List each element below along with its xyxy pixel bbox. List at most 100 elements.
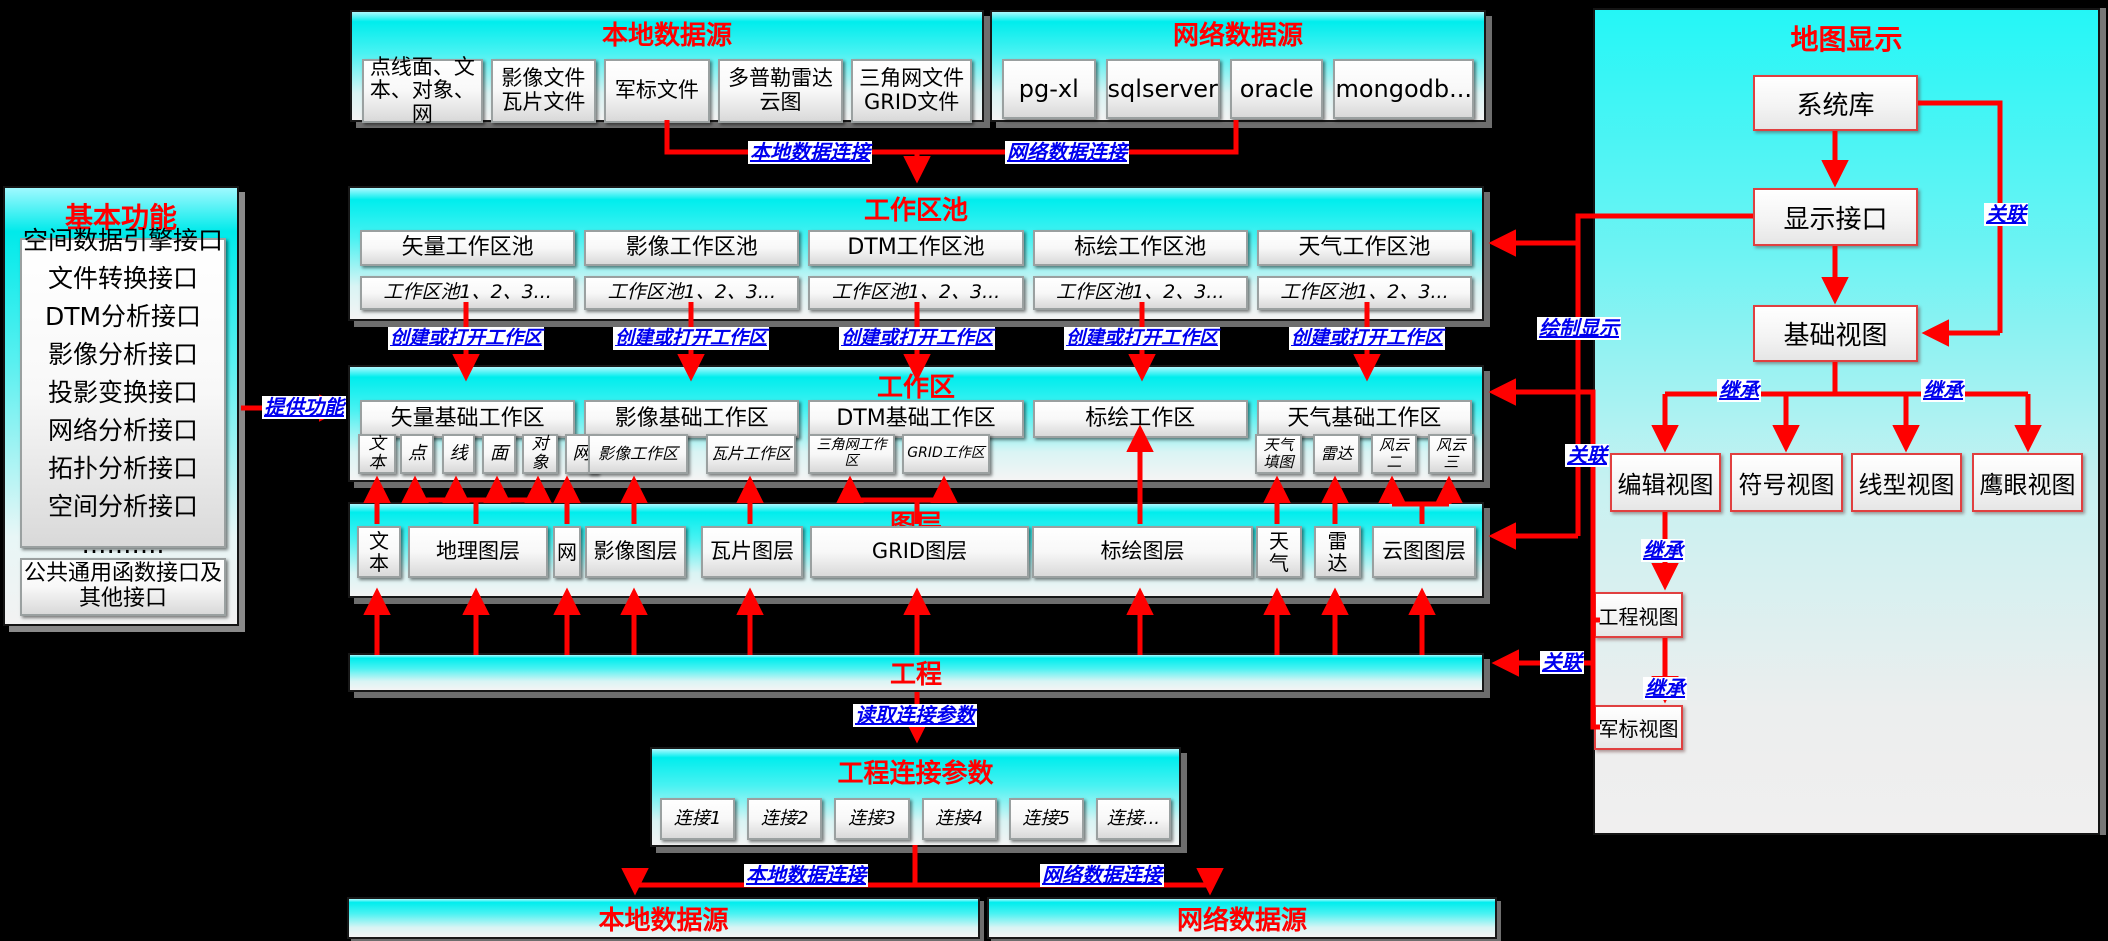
interface-item: 空间数据引擎接口: [22, 226, 223, 255]
label-association: 关联: [1565, 443, 1609, 467]
layer-text-box: 文 本: [357, 526, 401, 578]
pool-instances: 工作区池1、2、3...: [360, 276, 576, 310]
label-provide-function: 提供功能: [262, 395, 346, 419]
pool-instances: 工作区池1、2、3...: [584, 276, 800, 310]
network-db-type: pg-xl: [1002, 59, 1096, 119]
ws-radar-box: 雷达: [1313, 434, 1360, 474]
label-draw-display: 绘制显示: [1537, 316, 1621, 340]
project-view-box: 工程视图: [1594, 592, 1683, 638]
interface-item: ……….: [81, 530, 165, 559]
ws-tin-workspace-box: 三角网工作区: [808, 434, 895, 474]
workspace-bar: 工作区 矢量基础工作区 影像基础工作区 DTM基础工作区 标绘工作区 天气基础工…: [348, 365, 1484, 482]
layer-cloud-box: 云图图层: [1372, 526, 1476, 578]
display-interface-box: 显示接口: [1753, 188, 1918, 246]
label-read-connection-params: 读取连接参数: [853, 703, 977, 727]
local-file-type: 多普勒雷达 云图: [717, 59, 844, 123]
ws-line-box: 线: [442, 434, 475, 474]
project-title: 工程: [889, 660, 942, 690]
workspace-box: 天气基础工作区: [1256, 400, 1473, 438]
workspace-box: 影像基础工作区: [584, 400, 800, 438]
layer-radar-box: 雷 达: [1314, 526, 1361, 578]
label-create-open-workspace: 创建或打开工作区: [1064, 327, 1221, 350]
network-datasource-top-panel: 网络数据源 pg-xl sqlserver oracle mongodb...: [990, 10, 1486, 122]
workspace-box: 矢量基础工作区: [360, 400, 576, 438]
interface-item: 投影变换接口: [47, 378, 198, 407]
workspace-pool-bar: 工作区池 矢量工作区池 影像工作区池 DTM工作区池 标绘工作区池 天气工作区池…: [348, 186, 1484, 321]
interface-item: 拓扑分析接口: [47, 454, 198, 483]
local-file-type: 点线面、文 本、对象、网: [362, 55, 483, 126]
connection-box: 连接3: [834, 798, 910, 840]
network-datasource-bottom-bar: 网络数据源: [987, 897, 1497, 939]
label-inherit: 继承: [1641, 538, 1685, 562]
eagle-eye-view-box: 鹰眼视图: [1972, 453, 2083, 512]
label-association: 关联: [1540, 650, 1584, 674]
connection-box: 连接4: [921, 798, 997, 840]
network-db-type: sqlserver: [1105, 59, 1220, 119]
ws-text-box: 文 本: [358, 434, 396, 474]
project-conn-params-panel: 工程连接参数 连接1 连接2 连接3 连接4 连接5 连接...: [650, 747, 1181, 847]
local-file-type: 三角网文件 GRID文件: [851, 59, 972, 123]
pool-box: 矢量工作区池: [360, 230, 576, 266]
connection-box: 连接5: [1008, 798, 1084, 840]
layer-tile-box: 瓦片图层: [701, 526, 803, 578]
ws-image-workspace-box: 影像工作区: [588, 434, 688, 474]
ws-polygon-box: 面: [482, 434, 516, 474]
label-create-open-workspace: 创建或打开工作区: [839, 327, 996, 350]
line-view-box: 线型视图: [1851, 453, 1962, 512]
project-conn-params-title: 工程连接参数: [837, 759, 994, 789]
layer-plot-box: 标绘图层: [1032, 526, 1253, 578]
connection-box: 连接2: [747, 798, 823, 840]
ws-fy3-box: 风云 三: [1428, 434, 1474, 474]
layers-bar: 图层 文 本 地理图层 网 影像图层 瓦片图层 GRID图层 标绘图层 天 气 …: [348, 502, 1484, 598]
pool-box: 天气工作区池: [1256, 230, 1473, 266]
label-network-data-connection: 网络数据连接: [1005, 140, 1129, 164]
workspace-pool-title: 工作区池: [863, 196, 968, 226]
label-association: 关联: [1984, 202, 2028, 226]
interface-item: DTM分析接口: [44, 302, 202, 331]
local-file-type: 影像文件 瓦片文件: [490, 59, 597, 123]
pool-instances: 工作区池1、2、3...: [1032, 276, 1248, 310]
map-display-title: 地图显示: [1790, 23, 1903, 56]
basic-functions-panel: 基本功能 空间数据引擎接口 文件转换接口 DTM分析接口 影像分析接口 投影变换…: [3, 186, 239, 626]
system-lib-box: 系统库: [1753, 75, 1918, 131]
ws-object-box: 对 象: [522, 434, 558, 474]
label-inherit: 继承: [1921, 378, 1965, 402]
layer-geo-box: 地理图层: [408, 526, 548, 578]
project-bar: 工程: [348, 653, 1484, 692]
workspace-title: 工作区: [876, 373, 955, 403]
ws-weather-map-box: 天气 填图: [1255, 434, 1302, 474]
layer-network-box: 网: [553, 526, 581, 578]
ws-grid-workspace-box: GRID工作区: [902, 434, 990, 474]
network-datasource-bottom-title: 网络数据源: [1176, 905, 1307, 936]
local-datasource-top-panel: 本地数据源 点线面、文 本、对象、网 影像文件 瓦片文件 军标文件 多普勒雷达 …: [350, 10, 984, 126]
local-datasource-bottom-bar: 本地数据源: [347, 897, 980, 939]
workspace-box: 标绘工作区: [1032, 400, 1248, 438]
edit-view-box: 编辑视图: [1610, 453, 1721, 512]
label-create-open-workspace: 创建或打开工作区: [613, 327, 770, 350]
ws-tile-workspace-box: 瓦片工作区: [706, 434, 796, 474]
pool-box: 标绘工作区池: [1032, 230, 1248, 266]
layer-image-box: 影像图层: [585, 526, 686, 578]
network-db-type: oracle: [1229, 59, 1324, 119]
interface-item: 文件转换接口: [47, 264, 198, 293]
local-file-type: 军标文件: [604, 59, 710, 123]
common-interface-box: 公共通用函数接口及 其他接口: [20, 558, 226, 616]
workspace-box: DTM基础工作区: [808, 400, 1024, 438]
label-create-open-workspace: 创建或打开工作区: [1289, 327, 1446, 350]
pool-box: DTM工作区池: [808, 230, 1024, 266]
connection-box: 连接...: [1095, 798, 1172, 840]
ws-fy2-box: 风云 二: [1371, 434, 1417, 474]
label-local-data-connection: 本地数据连接: [748, 140, 872, 164]
label-inherit: 继承: [1717, 378, 1761, 402]
layer-grid-box: GRID图层: [810, 526, 1029, 578]
pool-box: 影像工作区池: [584, 230, 800, 266]
connection-box: 连接1: [660, 798, 736, 840]
label-network-data-connection: 网络数据连接: [1040, 863, 1164, 887]
network-datasource-top-title: 网络数据源: [1172, 21, 1303, 51]
basic-functions-title: 基本功能: [64, 201, 177, 234]
network-db-type: mongodb...: [1333, 59, 1474, 119]
layer-weather-box: 天 气: [1256, 526, 1302, 578]
local-datasource-bottom-title: 本地数据源: [598, 905, 729, 936]
label-create-open-workspace: 创建或打开工作区: [388, 327, 545, 350]
pool-instances: 工作区池1、2、3...: [1256, 276, 1473, 310]
